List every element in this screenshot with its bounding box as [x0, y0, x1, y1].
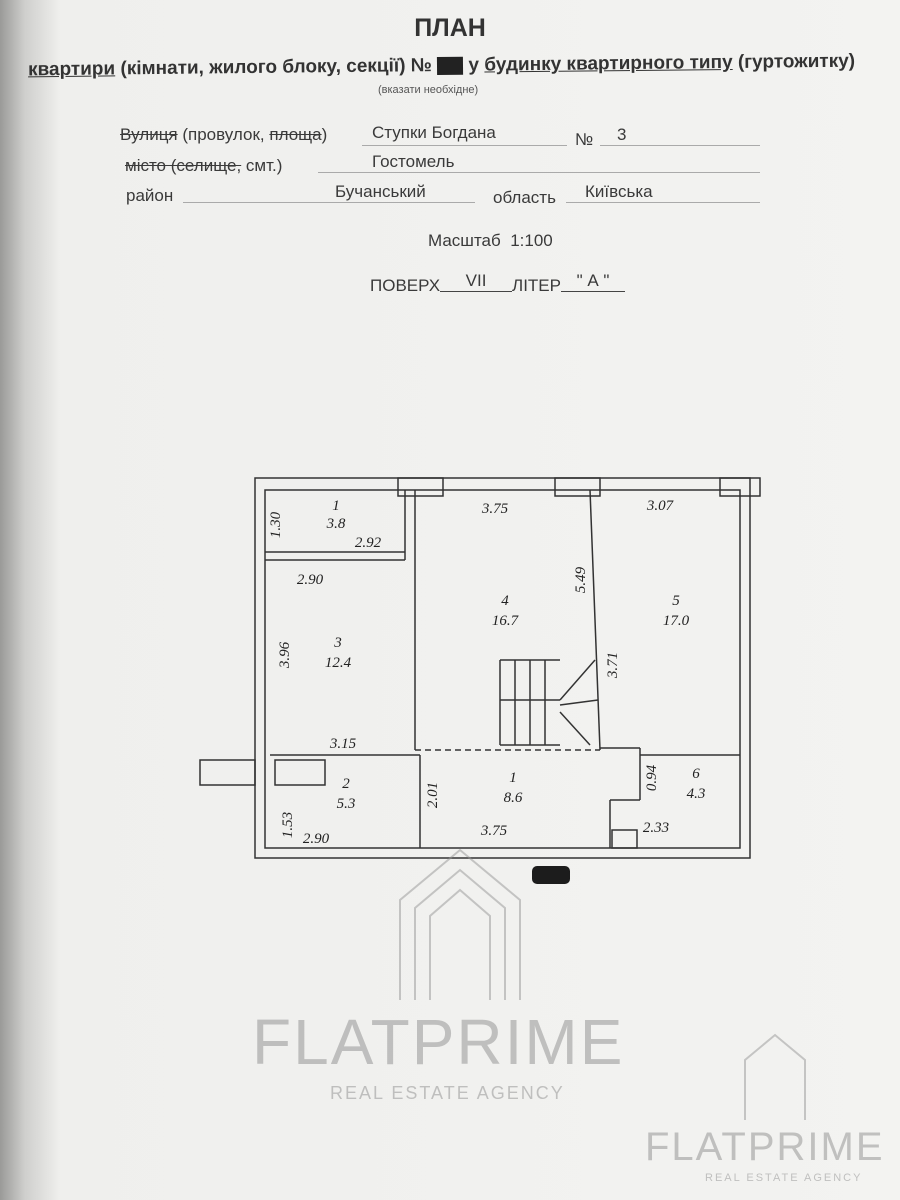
room-hall-area: 8.6	[504, 790, 523, 806]
district-value: Бучанський	[335, 182, 426, 201]
room-2-area: 5.3	[337, 796, 356, 812]
dim-3: 3.75	[481, 501, 509, 517]
dim-12: 1.53	[280, 812, 296, 838]
walls	[199, 477, 761, 859]
scale-label: Масштаб	[428, 231, 501, 250]
region-value: Київська	[585, 182, 653, 201]
letter-label: ЛІТЕР	[512, 276, 561, 295]
room-6-area: 4.3	[687, 786, 706, 802]
dim-6: 5.49	[573, 566, 589, 593]
room-4-number: 4	[501, 593, 509, 609]
room-1-area: 3.8	[326, 516, 346, 532]
room-5-area: 17.0	[663, 613, 690, 629]
hint-text: (вказати необхідне)	[378, 84, 479, 96]
room-hall-number: 1	[509, 770, 517, 786]
dim-8: 3.71	[605, 652, 621, 679]
dim-4: 3.07	[646, 498, 675, 514]
watermark-brand: FLATPRIME	[252, 1006, 625, 1078]
dim-13: 2.90	[303, 831, 330, 847]
number-value: 3	[617, 125, 627, 144]
watermark-tagline: REAL ESTATE AGENCY	[330, 1083, 565, 1103]
street-value: Ступки Богдана	[372, 123, 496, 142]
floor-value: VII	[440, 271, 513, 292]
watermark-brand-small: FLATPRIME	[645, 1125, 885, 1169]
watermark-logo-icon	[399, 848, 806, 1120]
room-2-number: 2	[342, 776, 350, 792]
room-1-number: 1	[332, 498, 340, 514]
street-label-close: )	[321, 125, 328, 144]
scale-value: 1:100	[510, 231, 553, 250]
street-label-square: площа	[269, 125, 322, 144]
city-value: Гостомель	[372, 152, 455, 171]
dim-11: 0.94	[644, 764, 660, 791]
letter-value: " А "	[561, 271, 625, 292]
street-label: Вулиця (провулок, площа)	[120, 125, 327, 145]
room-4-area: 16.7	[492, 613, 520, 629]
city-label-struck: місто (селище,	[125, 156, 242, 175]
room-3-area: 12.4	[325, 655, 352, 671]
dim-10: 2.01	[425, 782, 441, 808]
dim-2: 2.92	[355, 535, 382, 551]
floor-label: ПОВЕРХ	[370, 276, 441, 295]
room-5-number: 5	[672, 593, 680, 609]
district-label: район	[126, 186, 174, 205]
room-6-number: 6	[692, 766, 700, 782]
city-label-rest: смт.)	[241, 156, 283, 175]
redacted-mark	[532, 866, 570, 884]
dim-1: 1.30	[268, 511, 284, 538]
street-label-lane: (провулок,	[177, 125, 270, 144]
document-title: ПЛАН	[414, 14, 486, 42]
dim-15: 2.33	[643, 820, 669, 836]
region-label: область	[493, 188, 556, 207]
room-3-number: 3	[333, 635, 342, 651]
dim-9: 3.15	[329, 736, 357, 752]
number-label: №	[575, 130, 594, 149]
dim-5: 2.90	[297, 572, 324, 588]
dimension-labels: 1.30 2.92 3.75 3.07 2.90 5.49 3.96 3.71 …	[268, 498, 675, 847]
room-labels: 1 3.8 3 12.4 4 16.7 5 17.0 2 5.3 1 8.6 6…	[325, 498, 706, 812]
scale: Масштаб 1:100	[428, 231, 553, 251]
city-label: місто (селище, смт.)	[125, 156, 282, 176]
street-label-struck: Вулиця	[120, 125, 178, 144]
watermark-tagline-small: REAL ESTATE AGENCY	[705, 1172, 863, 1184]
dim-7: 3.96	[277, 641, 293, 669]
dim-14: 3.75	[480, 823, 508, 839]
